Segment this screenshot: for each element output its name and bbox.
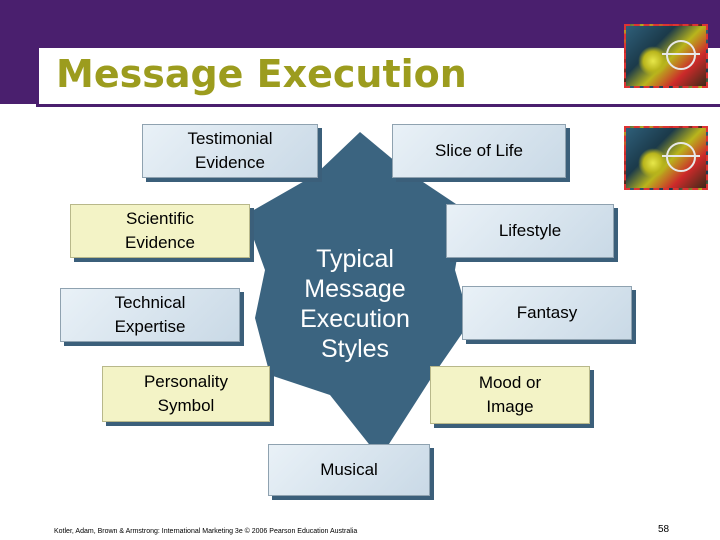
box-label: Slice of Life — [435, 141, 523, 160]
box-label: Expertise — [114, 317, 186, 336]
box-slice-of-life: Slice of Life — [392, 124, 566, 178]
center-label-line: Message — [304, 275, 406, 303]
center-label: Typical Message Execution Styles — [280, 244, 430, 364]
box-label: Lifestyle — [498, 221, 562, 240]
ring-icon — [662, 40, 700, 70]
box-label: Scientific — [125, 209, 195, 228]
box-label: Testimonial — [187, 129, 273, 148]
title-underline — [36, 104, 720, 107]
page-number: 58 — [658, 524, 670, 535]
ring-icon — [662, 142, 700, 172]
title-panel — [36, 48, 720, 104]
photo-thumbnail-icon — [624, 126, 708, 190]
center-label-line: Styles — [320, 335, 390, 363]
photo-thumbnail-icon — [624, 24, 708, 88]
glow-shape — [638, 46, 668, 76]
box-musical: Musical — [268, 444, 430, 496]
box-label: Symbol — [157, 396, 215, 415]
box-label: Personality — [143, 372, 229, 391]
box-label: Evidence — [195, 153, 265, 172]
box-label: Image — [486, 397, 534, 416]
box-label: Musical — [320, 460, 378, 479]
box-label: Mood or — [478, 373, 542, 392]
center-label-line: Typical — [316, 245, 394, 273]
box-label: Evidence — [125, 233, 195, 252]
slide-title: Message Execution — [56, 52, 467, 96]
box-mood-or-image: Mood or Image — [430, 366, 590, 424]
box-fantasy: Fantasy — [462, 286, 632, 340]
footer-citation: Kotler, Adam, Brown & Armstrong: Interna… — [54, 528, 358, 535]
title-corner-vertical — [36, 48, 39, 104]
box-lifestyle: Lifestyle — [446, 204, 614, 258]
glow-shape — [638, 148, 668, 178]
star-polygon — [245, 132, 470, 458]
center-label-line: Execution — [300, 305, 410, 333]
box-label: Technical — [114, 293, 186, 312]
box-label: Fantasy — [516, 303, 578, 322]
